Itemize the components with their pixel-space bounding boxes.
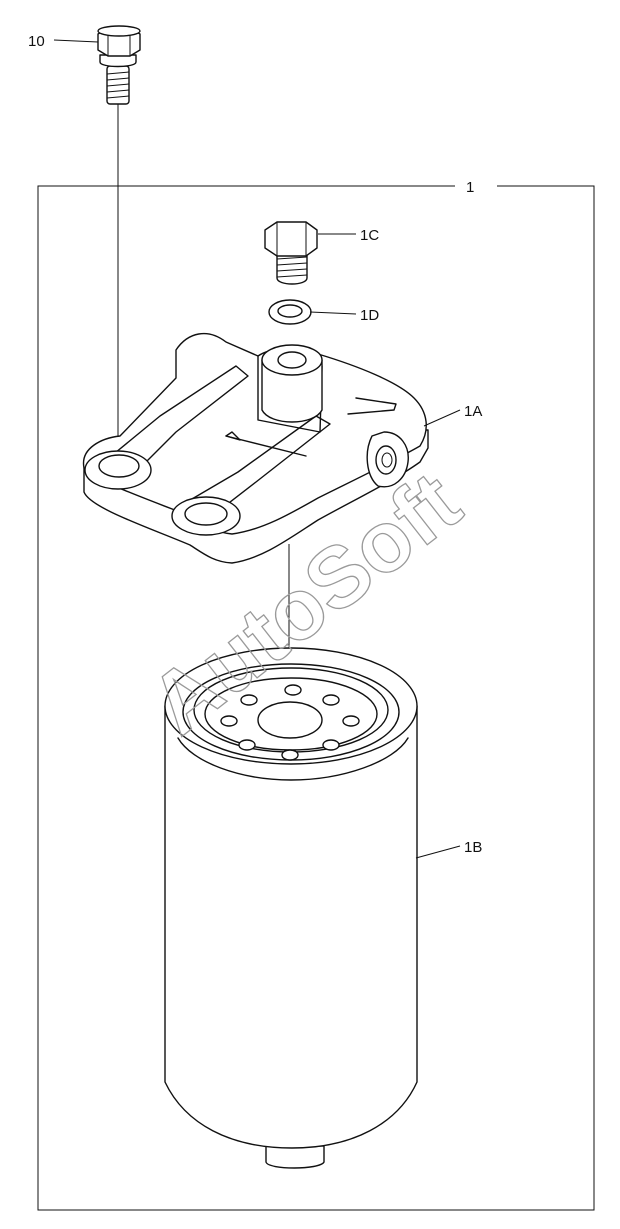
callout-1d: 1D bbox=[360, 307, 379, 324]
filter-inlet-holes bbox=[220, 684, 360, 761]
callout-1: 1 bbox=[466, 179, 474, 196]
bolt-10 bbox=[97, 25, 141, 105]
leader-10 bbox=[53, 39, 99, 43]
leader-1a bbox=[423, 409, 461, 427]
filter-head-1a bbox=[82, 332, 429, 564]
leader-1d bbox=[309, 311, 357, 315]
callout-1c: 1C bbox=[360, 227, 379, 244]
callout-1b: 1B bbox=[464, 839, 482, 856]
callout-10: 10 bbox=[28, 33, 45, 50]
leader-1b bbox=[415, 845, 461, 859]
washer-1d bbox=[268, 299, 312, 325]
filter-cartridge-1b bbox=[164, 647, 418, 1169]
assembly-frame bbox=[37, 185, 595, 1211]
callout-1a: 1A bbox=[464, 403, 482, 420]
bolt-1c bbox=[264, 221, 318, 285]
